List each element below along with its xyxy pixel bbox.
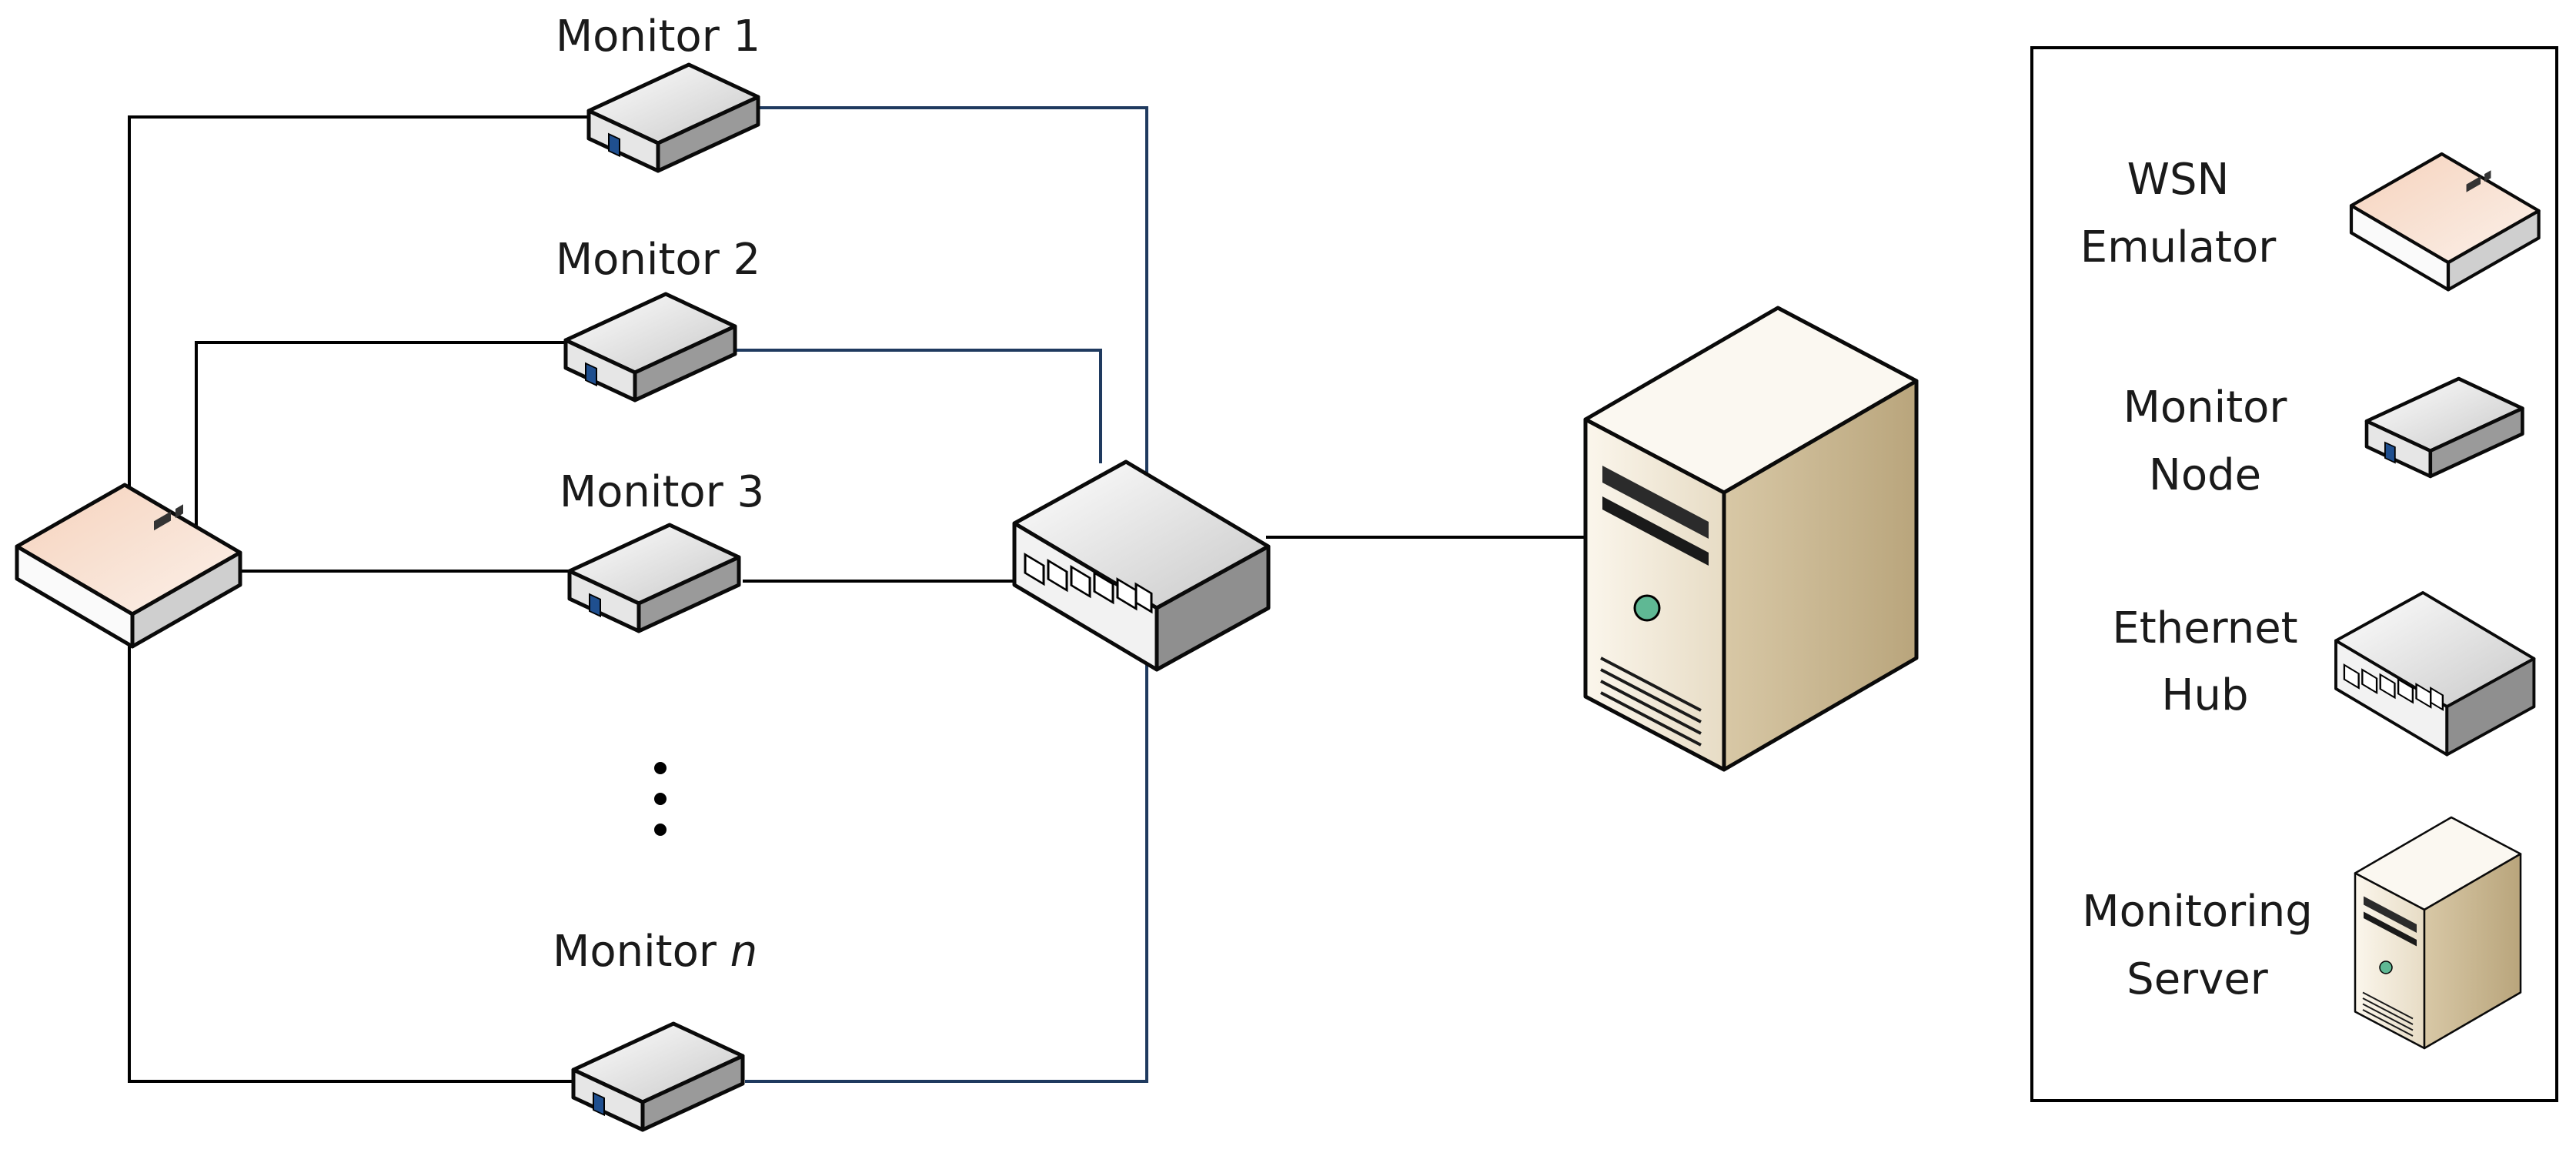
legend-server-line1: Monitoring <box>2082 887 2312 937</box>
legend-hub-line1: Ethernet <box>2112 603 2297 653</box>
monitor-2-label: Monitor 2 <box>556 235 760 285</box>
legend-wsn-line1: WSN <box>2127 155 2230 205</box>
legend-hub-line2: Hub <box>2161 670 2248 720</box>
wire-wsn-monitorn <box>128 645 573 1083</box>
legend-monitor-line1: Monitor <box>2123 383 2288 433</box>
monitor-n-variable: n <box>730 927 758 977</box>
wiring <box>128 106 1589 1083</box>
wire-monitorn-hub <box>745 660 1148 1083</box>
monitoring-server-icon <box>1585 308 1916 770</box>
monitor-node-n-icon <box>573 1024 743 1130</box>
ellipsis-dots <box>654 762 667 836</box>
wsn-emulator-icon <box>17 485 240 646</box>
ethernet-hub-icon <box>1014 462 1268 670</box>
wire-wsn-monitor2 <box>195 341 568 531</box>
wire-monitor2-hub <box>735 349 1102 463</box>
legend-wsn-line2: Emulator <box>2080 222 2277 272</box>
legend: WSN Emulator Monitor Node Ethernet Hub M… <box>2030 46 2558 1102</box>
wire-monitor1-hub <box>758 106 1148 481</box>
monitor-n-label: Monitor n <box>553 927 757 977</box>
monitor-1-label: Monitor 1 <box>556 12 760 62</box>
wire-wsn-monitor1 <box>128 115 593 640</box>
monitor-node-1-icon <box>589 65 758 171</box>
monitor-node-2-icon <box>566 294 735 400</box>
legend-monitor-line2: Node <box>2149 450 2261 500</box>
monitor-n-prefix: Monitor <box>553 927 730 977</box>
legend-server-line2: Server <box>2127 954 2269 1004</box>
monitor-node-3-icon <box>570 525 739 631</box>
monitor-3-label: Monitor 3 <box>560 467 764 517</box>
